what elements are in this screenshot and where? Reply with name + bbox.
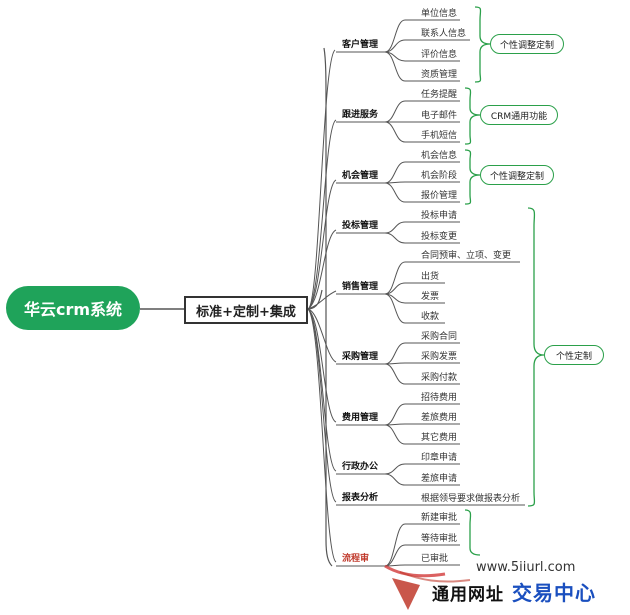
leaf-item: 报价管理 — [421, 191, 458, 201]
leaf-item: 出货 — [421, 272, 440, 282]
leaf-item: 收款 — [421, 312, 440, 322]
watermark-text: 通用网址 — [432, 585, 504, 605]
leaf-item: 机会阶段 — [421, 171, 458, 181]
leaf-item: 电子邮件 — [421, 111, 458, 121]
leaf-item: 合同预审、立项、变更 — [421, 251, 512, 261]
leaf-item: 等待审批 — [421, 534, 458, 544]
leaf-item: 新建审批 — [421, 513, 458, 523]
leaf-item: 已审批 — [421, 554, 449, 564]
leaf-item: 投标申请 — [421, 211, 458, 221]
branch-workflow: 流程审 — [342, 554, 370, 564]
root-node: 华云crm系统 — [6, 286, 140, 330]
watermark-text2: 交易中心 — [512, 581, 596, 605]
branch-sales: 销售管理 — [342, 282, 379, 292]
branch-customer: 客户管理 — [342, 40, 379, 50]
leaf-item: 差旅申请 — [421, 474, 458, 484]
leaf-item: 机会信息 — [421, 151, 458, 161]
tag-custom-adjust: 个性调整定制 — [490, 34, 564, 54]
branch-purchase: 采购管理 — [342, 352, 379, 362]
leaf-item: 采购发票 — [421, 352, 458, 362]
leaf-item: 其它费用 — [421, 433, 458, 443]
leaf-item: 投标变更 — [421, 232, 458, 242]
leaf-item: 印章申请 — [421, 453, 458, 463]
branch-admin: 行政办公 — [342, 462, 379, 472]
branch-opportunity: 机会管理 — [342, 171, 379, 181]
leaf-item: 任务提醒 — [421, 90, 458, 100]
leaf-item: 招待费用 — [421, 393, 458, 403]
leaf-item: 单位信息 — [421, 9, 458, 19]
branch-expense: 费用管理 — [342, 413, 379, 423]
tag-custom: 个性定制 — [544, 345, 604, 365]
leaf-item: 采购付款 — [421, 373, 458, 383]
tag-crm-general: CRM通用功能 — [480, 105, 558, 125]
leaf-item: 联系人信息 — [421, 29, 467, 39]
leaf-item: 根据领导要求做报表分析 — [421, 494, 521, 504]
watermark-url: www.5iiurl.com — [476, 560, 576, 575]
leaf-item: 资质管理 — [421, 70, 458, 80]
branch-followup: 跟进服务 — [342, 110, 379, 120]
leaf-item: 发票 — [421, 292, 440, 302]
branch-report: 报表分析 — [342, 493, 379, 503]
leaf-item: 手机短信 — [421, 131, 458, 141]
branch-bidding: 投标管理 — [342, 221, 379, 231]
hub-node: 标准+定制+集成 — [184, 296, 308, 324]
leaf-item: 采购合同 — [421, 332, 458, 342]
tag-custom-adjust-2: 个性调整定制 — [480, 165, 554, 185]
leaf-item: 评价信息 — [421, 50, 458, 60]
leaf-item: 差旅费用 — [421, 413, 458, 423]
